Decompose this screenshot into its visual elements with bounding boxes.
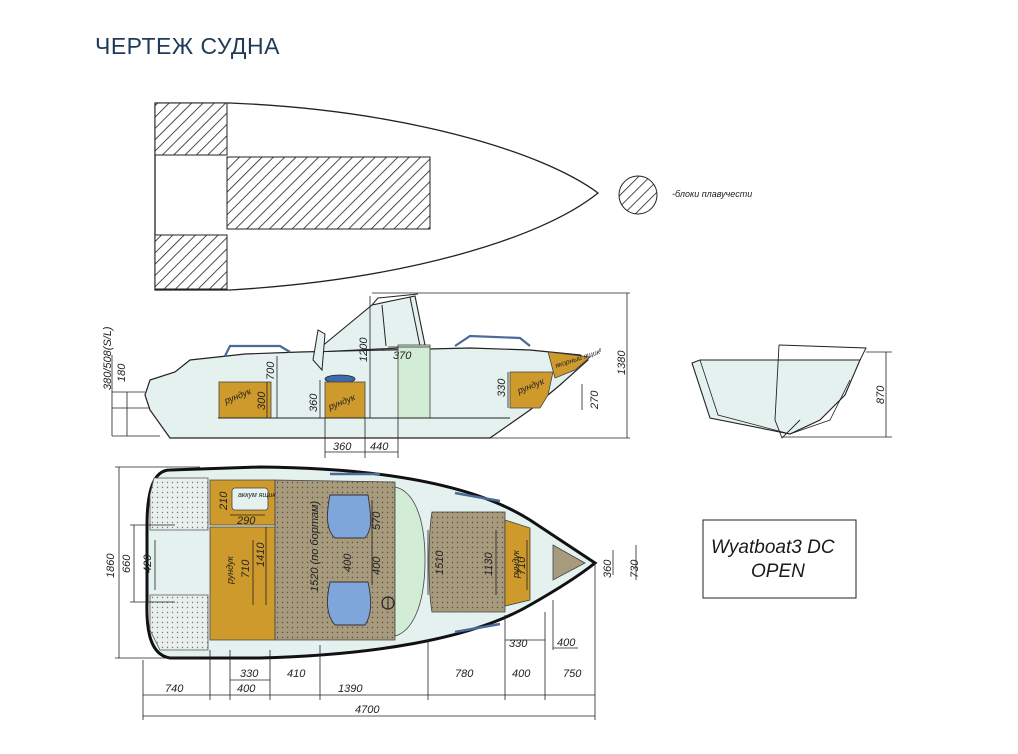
top-windshield [394, 486, 426, 637]
flotation-plan-view [154, 102, 600, 291]
flotation-legend-swatch [618, 175, 658, 215]
dim-1380: 1380 [616, 350, 628, 375]
dim-400-seat-2: 400 [371, 556, 383, 575]
dim-440: 440 [370, 441, 389, 453]
dim-210: 210 [218, 491, 230, 511]
anchor-well [552, 544, 586, 581]
seat-bottom [327, 581, 372, 626]
stern-pod-top [149, 477, 209, 531]
stern-pod-bottom [149, 594, 209, 651]
flotation-block-center [226, 156, 431, 230]
flotation-block-bottom [154, 234, 228, 290]
side-view: рундук рундук рундук якорный ящик 3 [102, 292, 630, 458]
dim-710-right: 710 [516, 556, 528, 575]
dim-700: 700 [265, 361, 277, 380]
seat-top [327, 494, 372, 539]
dim-360-horizontal: 360 [333, 441, 352, 453]
dim-740: 740 [165, 683, 184, 695]
dim-330-side: 330 [496, 378, 508, 397]
dim-330-b: 330 [509, 638, 528, 650]
dim-360-vertical: 360 [308, 393, 320, 412]
dim-4700-total: 4700 [355, 704, 380, 716]
dim-730: 730 [629, 559, 641, 578]
legend: -блоки плавучести [618, 175, 752, 215]
dim-290: 290 [236, 515, 256, 527]
dim-330-a: 330 [240, 668, 259, 680]
dim-780: 780 [455, 668, 474, 680]
dim-1410: 1410 [255, 542, 267, 567]
dim-transom: 380/508(S/L) [102, 326, 114, 390]
dim-750: 750 [563, 668, 582, 680]
top-label-sofa: 1520 (по бортам) [309, 500, 321, 592]
dim-400-bow: 400 [512, 668, 531, 680]
dim-570: 570 [371, 511, 383, 530]
top-label-rundyuk-left: рундук [225, 555, 235, 585]
top-locker-rundyuk-right [504, 519, 531, 607]
legend-label: -блоки плавучести [672, 189, 752, 199]
dim-180: 180 [116, 363, 128, 382]
front-view: 870 [691, 344, 892, 439]
top-view: аккум ящик рундук рундук 1520 (по бортам… [105, 465, 641, 720]
dim-660: 660 [121, 554, 133, 573]
top-label-rundyuk-right: рундук [511, 549, 521, 579]
dim-1200: 1200 [358, 337, 370, 362]
flotation-block-top [154, 102, 228, 156]
dim-710-left: 710 [240, 559, 252, 578]
model-label-box: Wyatboat3 DC OPEN [702, 519, 857, 599]
dim-1390: 1390 [338, 683, 363, 695]
dim-1130: 1130 [483, 551, 495, 576]
model-variant: OPEN [751, 561, 805, 582]
dim-1510: 1510 [434, 550, 446, 575]
dim-410: 410 [287, 668, 306, 680]
dim-400-base: 400 [237, 683, 256, 695]
dim-360-bow: 360 [602, 559, 614, 578]
dim-420: 420 [142, 554, 154, 573]
model-name: Wyatboat3 DC [711, 537, 835, 558]
dim-870: 870 [875, 385, 887, 404]
dim-300: 300 [256, 391, 268, 410]
dim-270: 270 [589, 390, 601, 410]
side-anchor-box [547, 351, 591, 379]
dim-370: 370 [393, 350, 412, 362]
top-label-akkum: аккум ящик [238, 492, 276, 499]
page-title: ЧЕРТЕЖ СУДНА [95, 33, 280, 59]
dim-400-seat: 400 [342, 553, 354, 572]
bow-deck [428, 511, 506, 613]
dim-1860: 1860 [105, 553, 117, 578]
dim-400-c: 400 [557, 637, 576, 649]
side-locker-right [509, 371, 554, 409]
side-locker-mid [324, 381, 366, 419]
